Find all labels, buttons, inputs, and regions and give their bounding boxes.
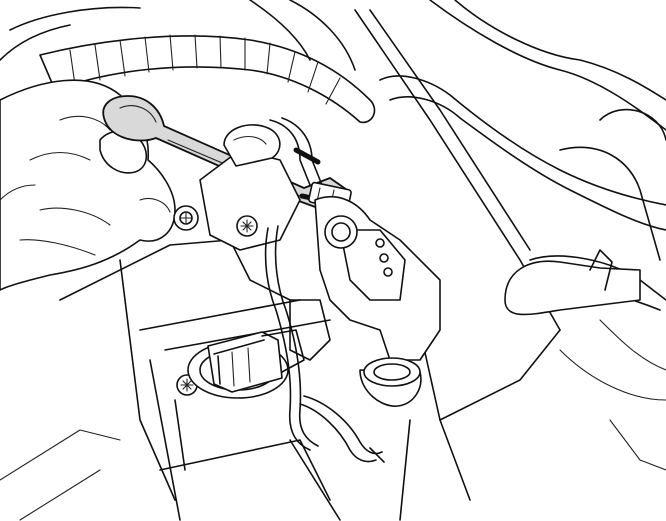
cable	[264, 225, 319, 451]
fitting	[223, 124, 281, 167]
mounting-bolt	[173, 205, 199, 231]
right-side-components	[354, 0, 666, 471]
torx-screw	[236, 215, 258, 237]
hose	[299, 395, 385, 463]
valve-body	[199, 149, 441, 407]
electrical-connector	[207, 329, 305, 393]
wiring-harness-loom	[0, 0, 376, 124]
